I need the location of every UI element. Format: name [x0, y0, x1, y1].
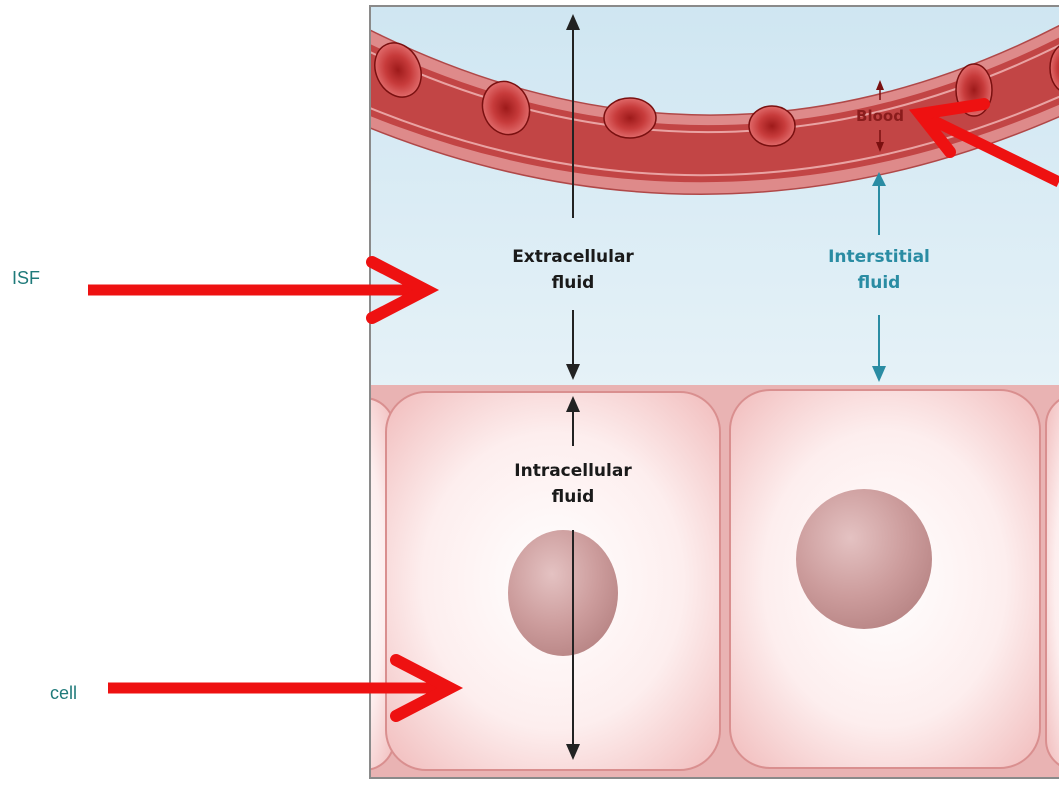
blood-label: Blood	[856, 107, 904, 125]
interstitial-label-line2: fluid	[858, 273, 901, 293]
cells	[312, 390, 1059, 770]
interstitial-label-line1: Interstitial	[828, 247, 930, 267]
isf-pointer-arrow	[88, 262, 426, 318]
intracellular-label-line2: fluid	[552, 487, 595, 507]
intracellular-label-line1: Intracellular	[514, 461, 632, 481]
extracellular-label-line1: Extracellular	[512, 247, 634, 267]
extracellular-label-line2: fluid	[552, 273, 595, 293]
